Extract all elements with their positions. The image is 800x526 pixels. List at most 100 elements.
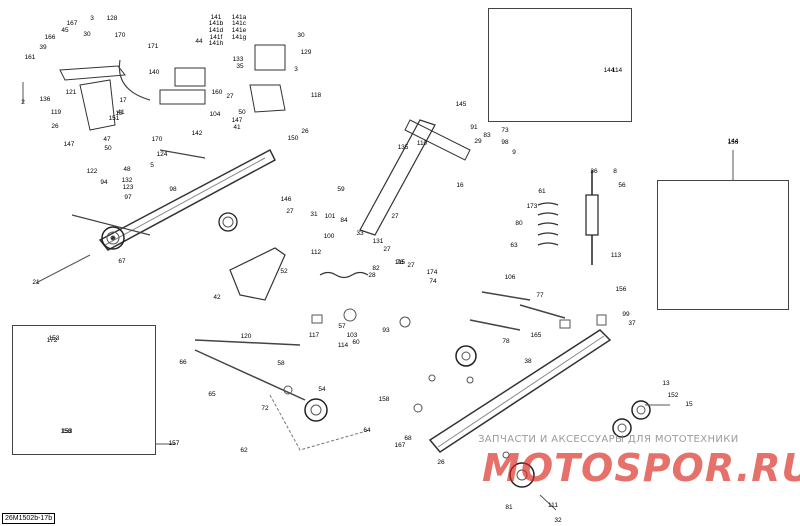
callout-number: 73 (501, 126, 509, 134)
callout-number: 112 (310, 248, 322, 256)
callout-number: 141e (231, 26, 247, 34)
callout-number: 167 (66, 19, 78, 27)
callout-number: 44 (195, 37, 203, 45)
callout-number: 172 (46, 336, 58, 344)
callout-number: 166 (44, 33, 56, 41)
inset-part-label: 158 (60, 427, 72, 435)
callout-number: 123 (122, 183, 134, 191)
inset-callout-number: 156 (727, 138, 739, 146)
callout-number: 165 (530, 331, 542, 339)
callout-number: 106 (504, 273, 516, 281)
callout-number: 103 (346, 331, 358, 339)
callout-number: 31 (310, 210, 318, 218)
callout-number: 174 (426, 268, 438, 276)
callout-number: 62 (240, 446, 248, 454)
callout-number: 17 (119, 96, 127, 104)
callout-number: 141 (210, 13, 222, 21)
callout-number: 118 (310, 91, 322, 99)
callout-number: 26 (437, 458, 445, 466)
callout-number: 161 (24, 53, 36, 61)
callout-number: 151 (108, 114, 120, 122)
callout-number: 147 (231, 116, 243, 124)
callout-number: 57 (338, 322, 346, 330)
callout-number: 122 (86, 167, 98, 175)
callout-number: 32 (554, 516, 562, 524)
callout-number: 27 (391, 212, 399, 220)
callout-number: 156 (615, 285, 627, 293)
inset-callout-number: 157 (168, 439, 180, 447)
callout-number: 129 (300, 48, 312, 56)
callout-number: 27 (286, 207, 294, 215)
callout-number: 36 (590, 167, 598, 175)
callout-number: 84 (340, 216, 348, 224)
callout-number: 13 (662, 379, 670, 387)
callout-number: 141c (231, 19, 247, 27)
callout-number: 64 (363, 426, 371, 434)
callout-number: 74 (429, 277, 437, 285)
callout-number: 141b (208, 19, 224, 27)
callout-number: 100 (323, 232, 335, 240)
callout-number: 9 (512, 148, 516, 156)
callout-number: 48 (123, 165, 131, 173)
callout-number: 140 (148, 68, 160, 76)
callout-number: 28 (368, 271, 376, 279)
callout-number: 59 (337, 185, 345, 193)
callout-number: 144 (727, 137, 739, 145)
reference-code: 26M1502b-17b (2, 513, 56, 524)
callout-number: 91 (470, 123, 478, 131)
callout-number: 41 (233, 123, 241, 131)
callout-number: 141d (208, 26, 224, 34)
watermark-tagline: ЗАПЧАСТИ И АКСЕССУАРЫ ДЛЯ МОТОТЕХНИКИ (478, 434, 739, 445)
callout-number: 135 (397, 143, 409, 151)
callout-number: 21 (32, 278, 40, 286)
callout-number: 38 (524, 357, 532, 365)
callout-number: 170 (114, 31, 126, 39)
callout-number: 104 (209, 110, 221, 118)
callout-number: 42 (213, 293, 221, 301)
callout-number: 152 (667, 391, 679, 399)
callout-number: 50 (104, 144, 112, 152)
callout-number: 147 (63, 140, 75, 148)
callout-number: 78 (502, 337, 510, 345)
inset-frame-144 (488, 8, 632, 122)
callout-number: 93 (382, 326, 390, 334)
callout-number: 47 (103, 135, 111, 143)
callout-number: 136 (39, 95, 51, 103)
callout-number: 61 (538, 187, 546, 195)
callout-number: 54 (318, 385, 326, 393)
callout-number: 81 (505, 503, 513, 511)
callout-number: 56 (618, 181, 626, 189)
callout-number: 160 (211, 88, 223, 96)
callout-number: 27 (383, 245, 391, 253)
callout-number: 111 (548, 501, 558, 509)
callout-number: 142 (191, 129, 203, 137)
callout-number: 171 (147, 42, 159, 50)
callout-number: 101 (324, 212, 336, 220)
callout-number: 65 (208, 390, 216, 398)
callout-number: 5 (150, 161, 154, 169)
callout-number: 153 (61, 427, 73, 435)
callout-number: 158 (378, 395, 390, 403)
callout-number: 68 (404, 434, 412, 442)
callout-number: 76 (396, 258, 404, 266)
callout-number: 114 (337, 341, 349, 349)
callout-number: 66 (179, 358, 187, 366)
callout-number: 110 (416, 139, 428, 147)
callout-number: 30 (297, 31, 305, 39)
callout-number: 113 (610, 251, 622, 259)
callout-number: 141f (209, 33, 223, 41)
callout-number: 2 (21, 98, 25, 106)
callout-number: 115 (394, 258, 406, 266)
callout-number: 167 (394, 441, 406, 449)
callout-number: 128 (106, 14, 118, 22)
callout-number: 58 (277, 359, 285, 367)
callout-number: 63 (510, 241, 518, 249)
callout-number: 83 (483, 131, 491, 139)
callout-number: 98 (501, 138, 509, 146)
callout-number: 146 (280, 195, 292, 203)
callout-number: 141h (208, 39, 224, 47)
inset-callout-number: 144 (603, 66, 615, 74)
callout-number: 50 (238, 108, 246, 116)
callout-number: 117 (308, 331, 320, 339)
